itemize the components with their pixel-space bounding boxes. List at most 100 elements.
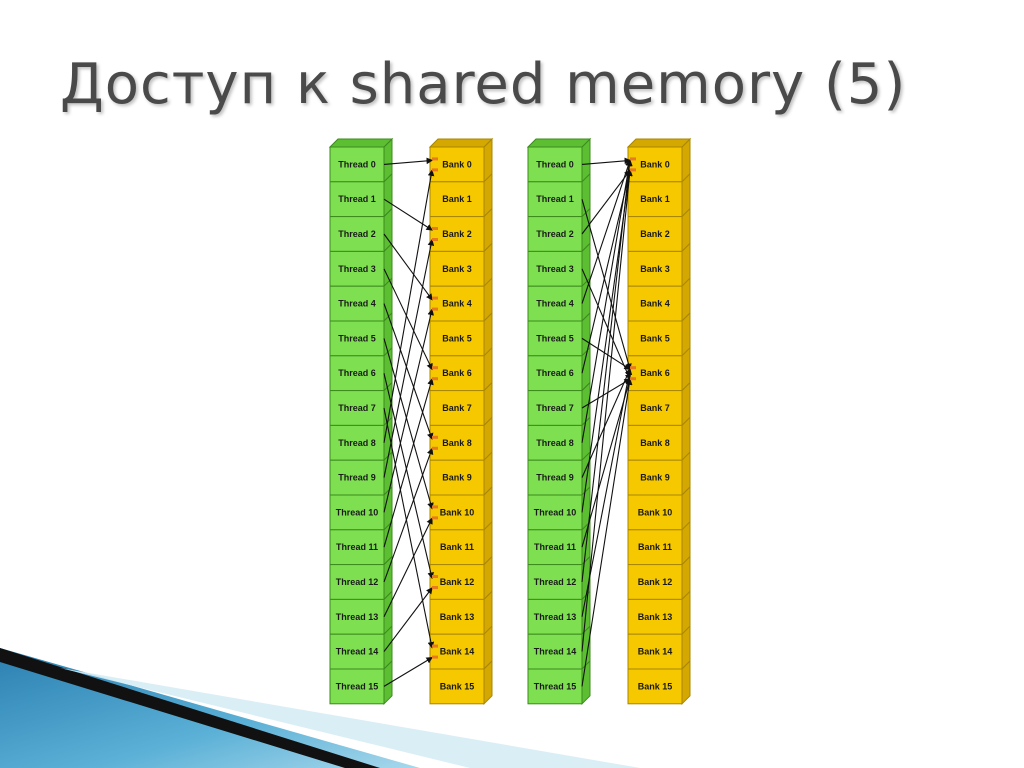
bank-cell: Bank 5 — [429, 311, 493, 358]
access-arrow — [383, 308, 434, 513]
bank-label: Bank 14 — [638, 647, 673, 657]
bank-cell: Bank 10 — [429, 485, 493, 532]
conflict-marker — [432, 168, 438, 172]
thread-label: Thread 5 — [338, 333, 376, 343]
conflict-marker — [432, 238, 438, 241]
thread-label: Thread 6 — [338, 368, 376, 378]
bank-label: Bank 1 — [640, 194, 670, 204]
bank-cell: Bank 14 — [627, 624, 691, 671]
bank-label: Bank 8 — [640, 438, 670, 448]
thread-label: Thread 14 — [336, 647, 379, 657]
bank-cell: Bank 11 — [429, 520, 493, 566]
bank-label: Bank 15 — [638, 681, 673, 691]
bank-label: Bank 5 — [442, 333, 472, 343]
thread-label: Thread 13 — [336, 612, 379, 622]
thread-cell: Thread 14 — [329, 624, 393, 671]
thread-label: Thread 14 — [534, 647, 577, 657]
bank-cell: Bank 4 — [429, 276, 493, 323]
bank-cell: Bank 13 — [627, 590, 691, 636]
thread-cell: Thread 14 — [527, 624, 591, 671]
access-arrow — [383, 587, 433, 652]
access-arrow — [383, 378, 434, 548]
thread-label: Thread 7 — [338, 403, 376, 413]
thread-label: Thread 0 — [338, 159, 376, 169]
thread-label: Thread 1 — [338, 194, 376, 204]
thread-label: Thread 1 — [536, 194, 574, 204]
conflict-marker — [630, 377, 636, 381]
access-arrow — [383, 517, 433, 618]
bank-cell: Bank 9 — [627, 450, 691, 497]
bank-cell: Bank 1 — [627, 172, 691, 218]
bank-label: Bank 9 — [442, 473, 472, 483]
bank-label: Bank 7 — [442, 403, 472, 413]
bank-cell: Bank 13 — [429, 590, 493, 636]
conflict-marker — [432, 157, 438, 161]
thread-cell: Thread 12 — [329, 555, 393, 601]
bank-cell: Bank 6 — [429, 346, 493, 392]
thread-label: Thread 10 — [336, 507, 379, 517]
bank-cell: Bank 7 — [627, 381, 691, 427]
access-arrow — [581, 378, 633, 687]
bank-cell: Bank 3 — [627, 242, 691, 288]
thread-cell: Thread 13 — [329, 590, 393, 636]
access-arrow — [383, 373, 434, 580]
thread-label: Thread 0 — [536, 159, 574, 169]
thread-cell: Thread 12 — [527, 555, 591, 601]
bank-label: Bank 11 — [440, 542, 474, 552]
bank-cell: Bank 2 — [429, 207, 493, 253]
access-arrow — [581, 159, 633, 443]
access-arrow — [581, 268, 631, 381]
conflict-marker — [432, 446, 438, 450]
bank-cell: Bank 6 — [627, 346, 691, 392]
conflict-marker — [432, 644, 438, 648]
thread-label: Thread 2 — [536, 229, 574, 239]
bank-cell: Bank 5 — [627, 311, 691, 358]
access-arrow — [383, 268, 433, 371]
bank-label: Bank 4 — [640, 299, 670, 309]
access-arrow — [581, 378, 632, 548]
bank-label: Bank 14 — [440, 647, 475, 657]
thread-cell: Thread 7 — [329, 381, 393, 427]
bank-label: Bank 12 — [638, 577, 673, 587]
conflict-marker — [432, 655, 438, 659]
thread-cell: Thread 3 — [329, 242, 393, 288]
bank-label: Bank 7 — [640, 403, 670, 413]
bank-label: Bank 0 — [442, 159, 472, 169]
access-arrow — [581, 157, 632, 165]
access-arrow — [581, 159, 633, 583]
left-bank-column: Bank 0 Bank 1 Bank 2 Bank 3 Bank 4 Bank 5 Bank… — [428, 137, 494, 706]
thread-cell: Thread 0 — [328, 137, 394, 184]
decor-black-stripe — [0, 648, 380, 768]
bank-label: Bank 1 — [442, 194, 472, 204]
conflict-marker — [432, 377, 438, 381]
thread-label: Thread 13 — [534, 612, 577, 622]
bank-label: Bank 13 — [440, 612, 475, 622]
bank-label: Bank 0 — [640, 159, 670, 169]
bank-label: Bank 3 — [640, 264, 670, 274]
thread-label: Thread 9 — [536, 473, 574, 483]
thread-cell: Thread 2 — [329, 207, 393, 253]
thread-label: Thread 12 — [336, 577, 379, 587]
bank-label: Bank 9 — [640, 473, 670, 483]
bank-cell: Bank 1 — [429, 172, 493, 218]
access-arrow — [581, 337, 631, 370]
bank-label: Bank 15 — [440, 681, 475, 691]
bank-label: Bank 8 — [442, 438, 472, 448]
thread-cell: Thread 9 — [329, 450, 393, 497]
bank-cell: Bank 8 — [429, 416, 493, 462]
thread-label: Thread 15 — [534, 681, 577, 691]
thread-label: Thread 2 — [338, 229, 376, 239]
bank-label: Bank 10 — [638, 507, 673, 517]
bank-cell: Bank 7 — [429, 381, 493, 427]
bank-cell: Bank 12 — [429, 555, 493, 601]
conflict-marker — [432, 505, 438, 509]
conflict-marker — [630, 157, 636, 161]
thread-label: Thread 6 — [536, 368, 574, 378]
access-arrow — [383, 447, 434, 583]
bank-label: Bank 3 — [442, 264, 472, 274]
thread-cell: Thread 9 — [527, 450, 591, 497]
